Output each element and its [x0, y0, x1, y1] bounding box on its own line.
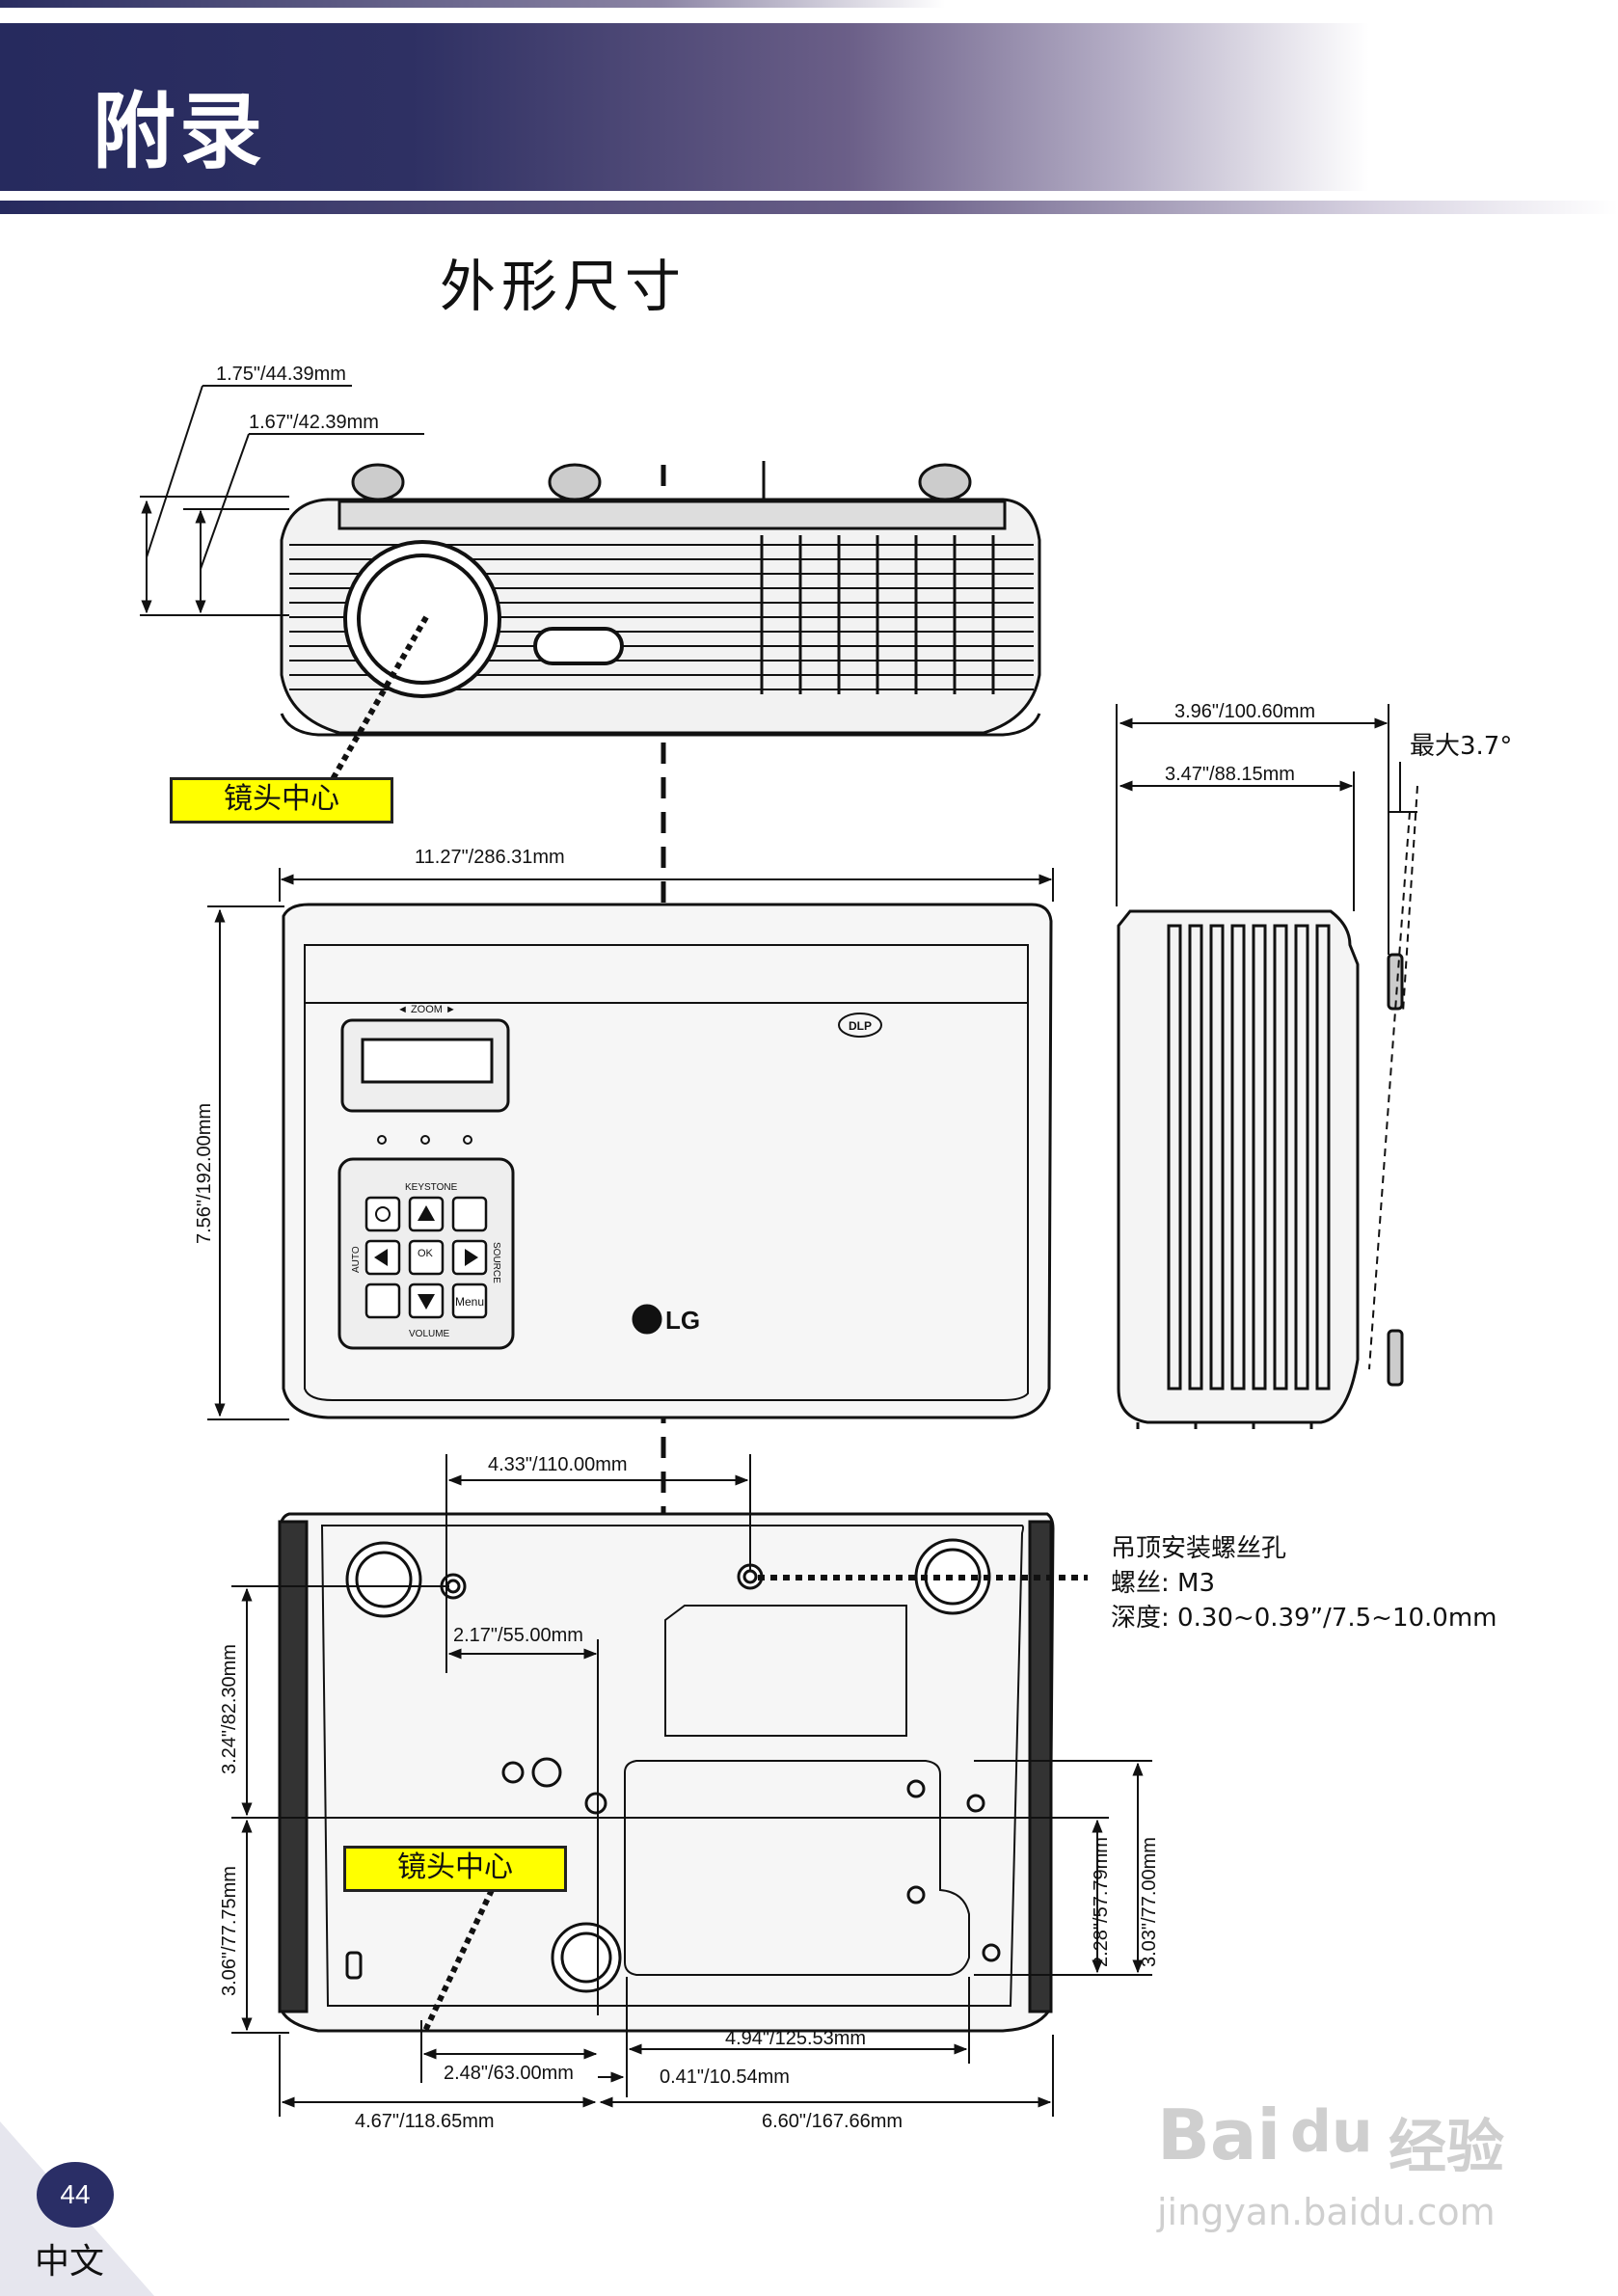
auto-label: AUTO	[351, 1246, 362, 1273]
header-bottom-line	[0, 201, 1618, 214]
brand-logo: LG	[665, 1306, 700, 1335]
h-small-dim: 0.41"/10.54mm	[660, 2066, 790, 2088]
top-view	[282, 903, 1053, 1419]
h-right-inner-dim: 4.94"/125.53mm	[725, 2028, 866, 2049]
h-lens-dim: 2.48"/63.00mm	[444, 2063, 574, 2084]
bottom-lens-leader	[421, 1888, 495, 2035]
dlp-logo: DLP	[849, 1019, 872, 1033]
mount-note-line2: 螺丝: M3	[1111, 1569, 1215, 1598]
side-depth-b: 3.47"/88.15mm	[1165, 764, 1295, 785]
mount-note-line1: 吊顶安装螺丝孔	[1111, 1534, 1287, 1563]
h-right-total-dim: 6.60"/167.66mm	[762, 2111, 903, 2132]
h-left-total-dim: 4.67"/118.65mm	[355, 2111, 495, 2132]
top-height-dim: 7.56"/192.00mm	[194, 1103, 215, 1244]
side-view	[1117, 909, 1404, 1429]
page-number: 44	[37, 2162, 114, 2228]
v-right-a-dim: 2.28"/57.79mm	[1091, 1837, 1112, 1967]
keystone-label: KEYSTONE	[405, 1182, 458, 1193]
header-banner	[0, 23, 1369, 191]
header-top-line	[0, 0, 945, 8]
mount-note-line3: 深度: 0.30~0.39”/7.5~10.0mm	[1111, 1604, 1497, 1633]
front-dim-b: 1.67"/42.39mm	[249, 412, 379, 433]
watermark-product: 经验	[1389, 2114, 1504, 2181]
side-depth-a: 3.96"/100.60mm	[1174, 701, 1315, 722]
top-width-dim: 11.27"/286.31mm	[415, 847, 565, 868]
menu-label: Menu	[455, 1295, 484, 1309]
v-upper-dim: 3.24"/82.30mm	[219, 1644, 240, 1774]
front-dim-a: 1.75"/44.39mm	[216, 364, 346, 385]
v-right-b-dim: 3.03"/77.00mm	[1139, 1837, 1160, 1967]
section-title: 附录	[93, 84, 266, 180]
volume-label: VOLUME	[409, 1329, 450, 1339]
tilt-label: 最大3.7°	[1410, 732, 1513, 761]
front-view	[280, 461, 1041, 737]
page-title: 外形尺寸	[440, 254, 688, 319]
bottom-lens-center-label: 镜头中心	[343, 1846, 567, 1892]
source-label: SOURCE	[491, 1242, 501, 1283]
watermark-brand: Bai	[1157, 2094, 1281, 2175]
front-lens-center-label: 镜头中心	[170, 777, 393, 824]
v-lower-dim: 3.06"/77.75mm	[219, 1866, 240, 1996]
mount-note: 吊顶安装螺丝孔 螺丝: M3 深度: 0.30~0.39”/7.5~10.0mm	[1111, 1531, 1497, 1635]
watermark-paw-icon: du	[1290, 2098, 1373, 2166]
watermark-url: jingyan.baidu.com	[1157, 2191, 1496, 2233]
offset-a-dim: 2.17"/55.00mm	[453, 1625, 583, 1646]
language-label: 中文	[35, 2242, 105, 2282]
zoom-label: ◄ ZOOM ►	[397, 1004, 456, 1015]
mount-spacing-dim: 4.33"/110.00mm	[488, 1454, 628, 1475]
ok-label: OK	[418, 1248, 434, 1259]
